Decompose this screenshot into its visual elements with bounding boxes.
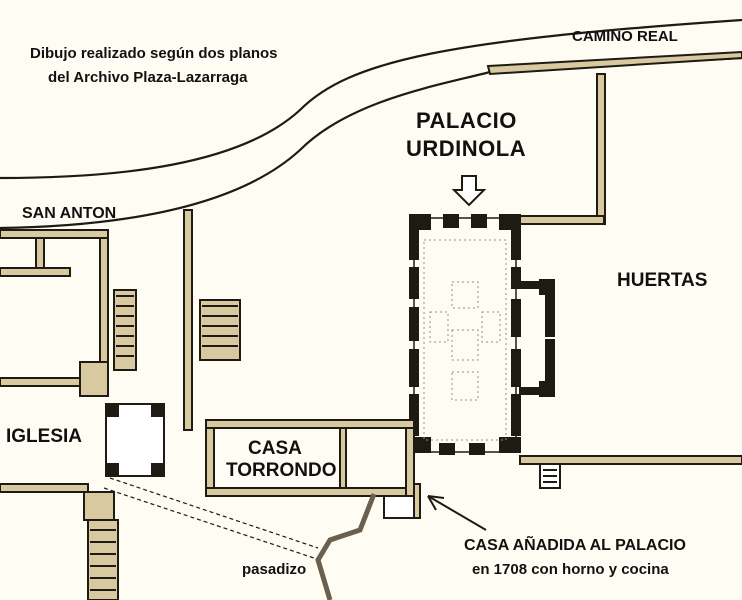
label-san-anton: SAN ANTON <box>22 205 117 222</box>
label-added-house-line1: CASA AÑADIDA AL PALACIO <box>464 537 686 554</box>
caption-line2: del Archivo Plaza-Lazarraga <box>48 69 248 86</box>
label-palacio-line2: URDINOLA <box>406 136 527 161</box>
label-casa: CASA <box>248 438 302 459</box>
casa-torrondo-building <box>205 419 421 519</box>
palacio-arrow <box>451 175 487 207</box>
label-iglesia: IGLESIA <box>6 426 83 447</box>
camino-real-road <box>0 18 742 230</box>
huertas-wall <box>519 455 742 489</box>
added-house-arrow <box>427 495 487 531</box>
pasadizo-path <box>103 477 319 559</box>
label-added-house-line2: en 1708 con horno y cocina <box>472 561 669 578</box>
label-pasadizo: pasadizo <box>242 561 307 578</box>
pasadizo-wall <box>315 493 377 600</box>
label-camino-real: CAMINO REAL <box>572 28 678 45</box>
outer-wall <box>486 50 742 225</box>
label-huertas: HUERTAS <box>617 270 708 291</box>
label-torrondo: TORRONDO <box>226 460 337 481</box>
palacio-building <box>409 214 555 455</box>
label-palacio-line1: PALACIO <box>416 108 517 133</box>
caption-line1: Dibujo realizado según dos planos <box>30 45 278 62</box>
street-wall <box>183 209 241 431</box>
iglesia-building <box>0 229 165 600</box>
